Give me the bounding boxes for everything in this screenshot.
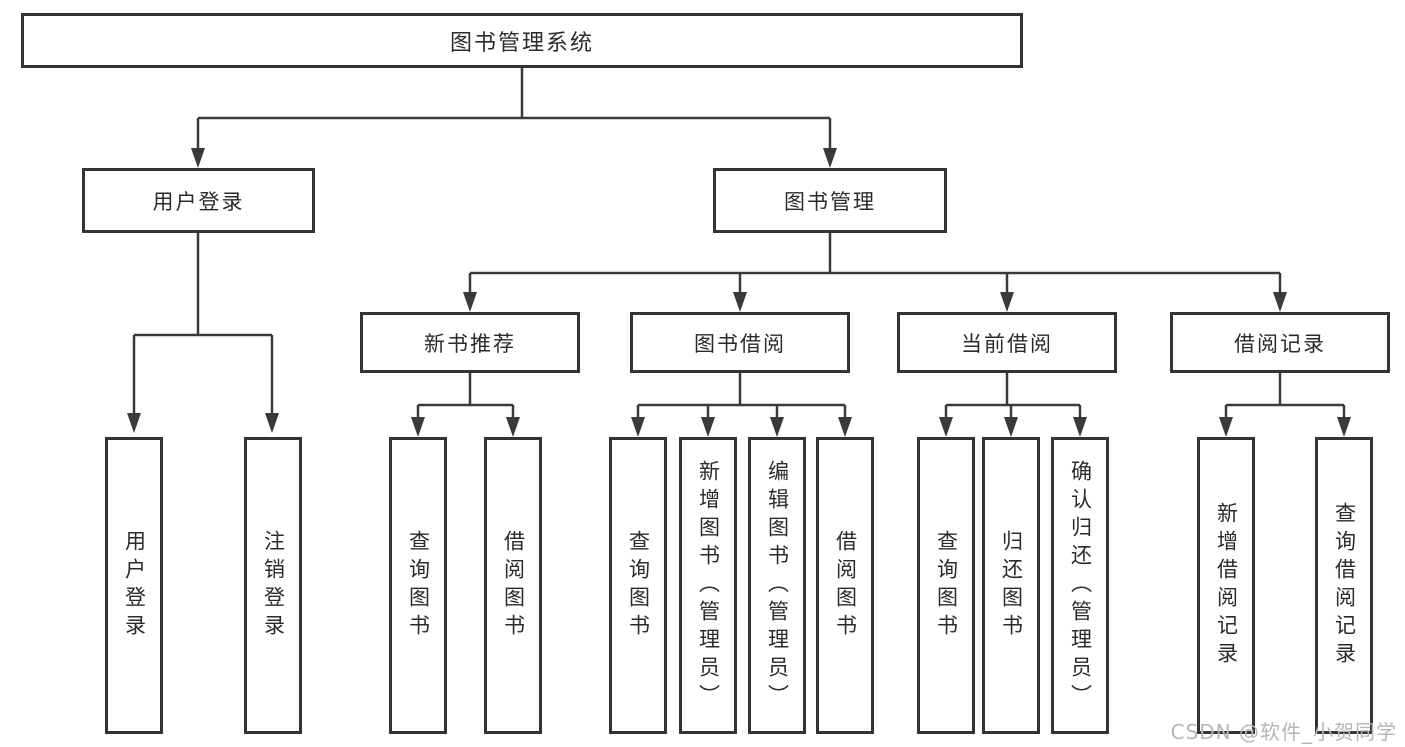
node-current-borrow: 当前借阅 [897,312,1117,373]
arrow-down-icon [1219,417,1233,437]
arrow-down-icon [191,148,205,168]
arrow-down-icon [939,417,953,437]
node-label: 查询图书 [934,529,959,642]
node-label: 用户登录 [152,189,245,214]
leaf-logout: 注销登录 [244,437,302,734]
node-label: 借阅记录 [1234,331,1326,356]
arrow-down-icon [701,417,715,437]
arrow-down-icon [823,148,837,168]
arrow-down-icon [1004,417,1018,437]
node-label: 新增图书（管理员） [696,459,721,712]
node-label: 借阅图书 [501,529,526,642]
arrow-down-icon [265,413,279,433]
leaf-query-books: 查询图书 [917,437,975,734]
node-library-system: 图书管理系统 [21,13,1023,68]
leaf-query-books: 查询图书 [609,437,667,734]
csdn-watermark: CSDN @软件_小贺同学 [1170,720,1397,744]
arrow-down-icon [1337,417,1351,437]
node-label: 确认归还（管理员） [1068,459,1093,712]
connector-path [132,68,1346,419]
leaf-add-books-admin: 新增图书（管理员） [679,437,737,734]
node-label: 查询图书 [626,529,651,642]
leaf-user-login: 用户登录 [105,437,163,734]
arrow-down-icon [631,417,645,437]
leaf-add-borrow-record: 新增借阅记录 [1197,437,1255,734]
arrow-down-icon [838,417,852,437]
node-label: 查询图书 [406,529,431,642]
arrow-down-icon [770,417,784,437]
node-label: 当前借阅 [961,331,1053,356]
node-new-book-recommend: 新书推荐 [360,312,580,373]
node-label: 编辑图书（管理员） [765,459,790,712]
node-book-borrow: 图书借阅 [630,312,850,373]
leaf-query-books: 查询图书 [389,437,447,734]
node-label: 图书借阅 [694,331,786,356]
leaf-edit-books-admin: 编辑图书（管理员） [748,437,806,734]
node-label: 借阅图书 [833,529,858,642]
node-label: 用户登录 [122,529,147,642]
node-label: 图书管理系统 [449,30,594,56]
arrow-down-icon [127,413,141,433]
leaf-confirm-return-admin: 确认归还（管理员） [1051,437,1109,734]
arrow-down-icon [733,292,747,312]
node-borrow-record: 借阅记录 [1170,312,1390,373]
arrow-down-icon [1000,292,1014,312]
arrow-down-icon [506,417,520,437]
leaf-borrow-books: 借阅图书 [484,437,542,734]
node-label: 新增借阅记录 [1214,501,1239,670]
node-book-management: 图书管理 [713,168,947,233]
arrow-down-icon [1273,292,1287,312]
leaf-return-books: 归还图书 [982,437,1040,734]
arrow-down-icon [463,292,477,312]
node-label: 注销登录 [261,529,286,642]
node-label: 图书管理 [784,189,876,214]
node-label: 查询借阅记录 [1332,501,1357,670]
leaf-borrow-books: 借阅图书 [816,437,874,734]
node-label: 新书推荐 [424,331,516,356]
leaf-query-borrow-record: 查询借阅记录 [1315,437,1373,734]
node-label: 归还图书 [999,529,1024,642]
arrow-down-icon [1073,417,1087,437]
node-user-login: 用户登录 [82,168,315,233]
arrow-down-icon [411,417,425,437]
